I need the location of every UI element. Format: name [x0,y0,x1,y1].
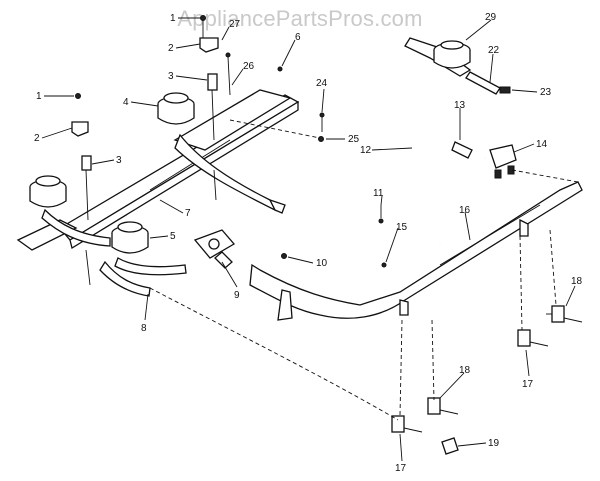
callout-18-right: 18 [571,276,583,287]
burner-29 [404,37,511,95]
callout-10: 10 [316,258,328,269]
burner-frame [16,89,300,251]
valve-18-right [546,305,583,323]
burner-5 [111,221,149,254]
callout-3-left: 3 [116,155,122,166]
screw-10 [281,253,287,259]
dashed-leaders [149,119,579,421]
screws-11-15 [378,205,387,268]
manifold-16 [249,181,583,321]
callout-2-top: 2 [168,43,174,54]
leader-lines [41,17,576,462]
burner-4 [157,92,195,125]
callout-8: 8 [141,323,147,334]
callout-labels: 1 2 3 4 27 26 6 1 2 3 7 5 8 9 10 24 25 1… [34,12,583,474]
burner-left-front [29,175,67,208]
screw-24-25 [318,112,325,142]
callout-11: 11 [373,188,384,199]
callout-22: 22 [488,45,500,56]
callout-23: 23 [540,87,552,98]
valve-18-center [427,397,459,415]
callout-17-center: 17 [395,463,407,474]
callout-26: 26 [243,61,255,72]
callout-3-top: 3 [168,71,174,82]
clip-19 [441,437,459,455]
gas-tube-12 [410,121,486,246]
callout-6: 6 [295,32,301,43]
burner-tubes [41,133,286,297]
valve-9 [193,229,236,269]
callout-27: 27 [229,19,241,30]
callout-12: 12 [360,145,372,156]
callout-13: 13 [454,100,466,111]
callout-16: 16 [459,205,471,216]
valve-17-right [517,329,549,347]
callout-18-center: 18 [459,365,471,376]
callout-15: 15 [396,222,408,233]
callout-2-left: 2 [34,133,40,144]
callout-1-top: 1 [170,13,176,24]
callout-24: 24 [316,78,328,89]
callout-5: 5 [170,231,176,242]
callout-4: 4 [123,97,129,108]
valve-17-center [391,415,423,433]
callout-19: 19 [488,438,500,449]
callout-17-right: 17 [522,379,534,390]
regulator-14 [489,144,517,179]
callout-1-left: 1 [36,91,42,102]
callout-25: 25 [348,134,360,145]
fasteners-left [71,15,283,286]
callout-9: 9 [234,290,240,301]
watermark-text: AppliancePartsPros.com [177,6,423,31]
callout-7: 7 [185,208,191,219]
callout-29: 29 [485,12,497,23]
callout-14: 14 [536,139,548,150]
